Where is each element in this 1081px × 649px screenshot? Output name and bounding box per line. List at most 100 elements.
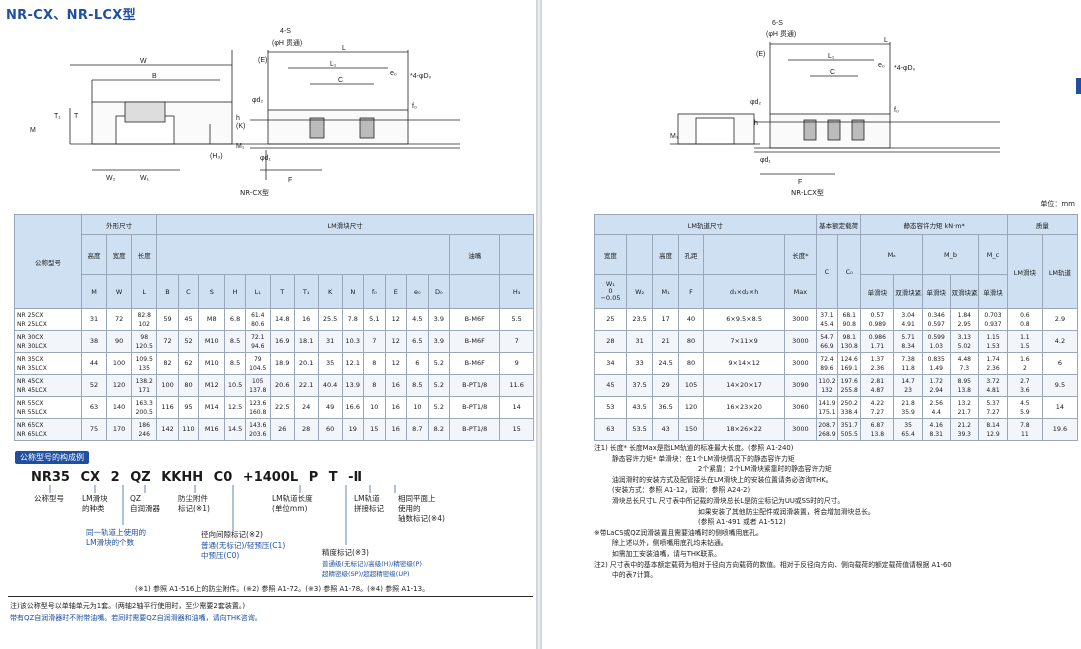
table-cell: 3000 [783,330,817,353]
cell-value: 4.5 [1020,399,1030,407]
th-sub: d₁×d₂×h [703,274,785,309]
svg-text:e₀: e₀ [390,70,397,77]
table-cell: B-PT1/8 [449,418,501,441]
left-note-2: 带有QZ自润滑器时不附带油嘴。若同时需要QZ自润滑器和油嘴，请向THK咨询。 [10,614,262,622]
cell-value: 72.4 [820,355,834,363]
table-cell: 150 [677,418,705,441]
table-cell: 18×26×22 [703,418,785,441]
table-cell: 8 [363,352,386,375]
code-part: KKHH [161,470,204,485]
cell-value: 163.3 [135,399,153,407]
cell-value: 2.95 [957,320,971,328]
svg-text:f₀: f₀ [412,103,417,110]
svg-text:W: W [140,58,147,65]
th-length: 长度 [131,234,158,275]
table-cell: 5.2 [427,352,451,375]
table-cell: B-PT1/8 [449,396,501,419]
cell-value: 137.8 [249,386,267,394]
table-cell: 33 [625,352,654,375]
model-name: NR 45CX [17,377,44,385]
table-cell: 18.1 [293,330,319,353]
table-cell: 7.8 [341,308,365,331]
svg-text:L: L [884,37,888,44]
table-cell: 6×9.5×8.5 [703,308,785,331]
table-cell: B-PT1/8 [449,374,501,397]
svg-text:W₂: W₂ [106,175,116,182]
cell-value: 130.8 [840,342,858,350]
model-name: NR 65LCX [17,430,47,438]
cell-value: 1.5 [1020,342,1030,350]
cell-value: 37.1 [820,311,834,319]
th-sub: M [80,274,108,309]
composition-leaders [49,485,396,545]
table-cell: 53 [594,396,627,419]
table-cell: 63 [594,418,627,441]
svg-text:C: C [338,77,343,84]
cell-value: 1.84 [957,311,971,319]
cell-value: 0.597 [927,320,945,328]
model-name: NR 55CX [17,399,44,407]
cell-value: 98.1 [842,333,856,341]
table-cell: 16 [384,374,408,397]
table-cell: 23.5 [625,308,654,331]
cell-value: 14.7 [901,377,915,385]
table-cell: 43.5 [625,396,654,419]
table-cell: 80 [177,374,200,397]
table-cell: 3000 [783,308,817,331]
cell-value: 171 [138,386,150,394]
cell-value: 4.16 [929,421,943,429]
svg-text:φd₂: φd₂ [750,99,761,106]
cell-value: 35.9 [901,408,915,416]
table-cell: 19.6 [1041,418,1079,441]
cell-value: 2.94 [929,386,943,394]
cell-value: 82.8 [137,311,151,319]
svg-text:φd₁: φd₁ [260,155,271,162]
code-part: +1400L [242,470,299,485]
svg-text:f₀: f₀ [894,107,899,114]
table-cell: 16 [293,308,319,331]
table-cell: 8.5 [224,330,246,353]
table-cell: 8.2 [427,418,451,441]
label-qz: QZ 自润滑器 [130,494,160,513]
cell-value: 0.703 [984,311,1002,319]
th-sub: W₁ 0 −0.05 [594,274,627,309]
cell-value: 1.6 [1020,355,1030,363]
th-sub: 双滑块紧靠 [893,274,923,309]
th-pitch: 孔距 [677,234,705,275]
table-cell: 120 [677,396,705,419]
th-mc: M_c [978,234,1008,275]
cell-value: 4.87 [870,386,885,394]
right-note: 静态容许力矩* 单滑块：在1个LM滑块情况下的静态容许力矩 [612,454,795,463]
code-part: C0 [213,470,233,485]
table-cell: 7 [363,330,386,353]
model-name: NR 30LCX [17,342,47,350]
cell-value: 90.8 [842,320,856,328]
cell-value: 3.6 [1020,386,1030,394]
th-sub: T₁ [293,274,319,309]
cell-value: 1.37 [870,355,885,363]
table-cell: 8.5 [406,374,429,397]
cell-value: 0.986 [868,333,886,341]
svg-text:T₁: T₁ [54,113,61,120]
svg-text:h: h [236,115,240,122]
table-cell: 9×14×12 [703,352,785,375]
model-code: NR35 CX 2 QZ KKHH C0 +1400L P T -Ⅱ [31,470,368,485]
table-cell: 3.9 [427,308,451,331]
th-sub: e₀ [406,274,429,309]
table-cell: 80 [677,352,705,375]
